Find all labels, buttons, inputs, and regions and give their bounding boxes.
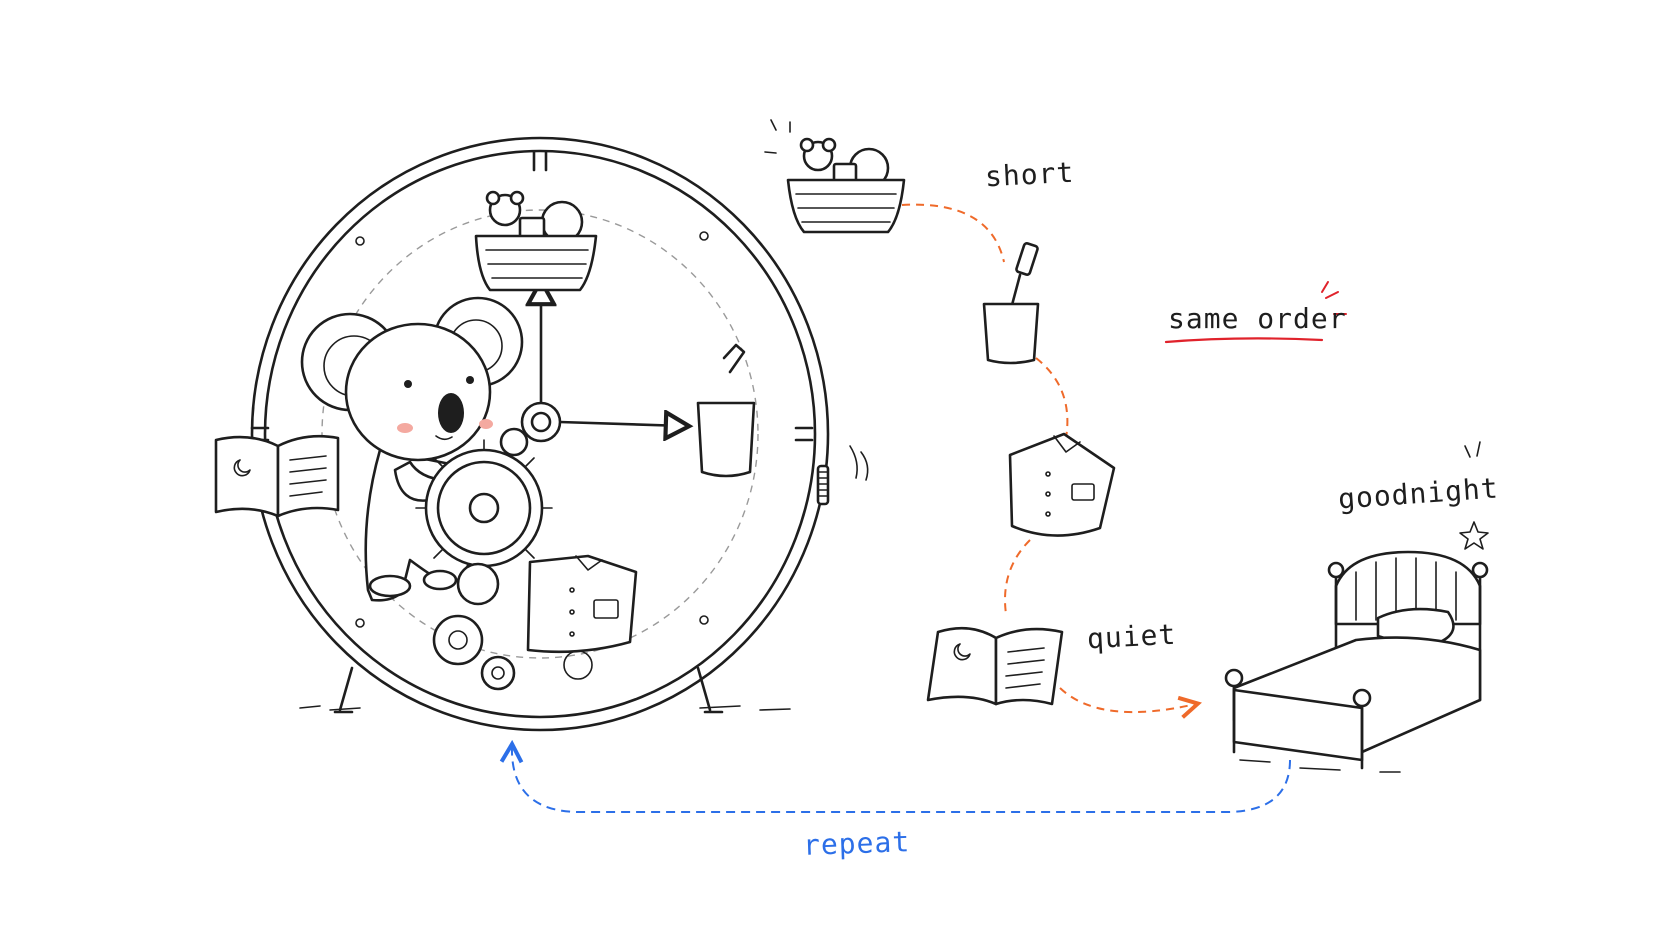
bed-icon	[1224, 441, 1489, 773]
toothbrush-cup-icon	[696, 343, 756, 478]
storybook-icon	[214, 434, 340, 518]
toy-basket-icon	[474, 190, 598, 292]
repeat-loop	[512, 746, 1291, 813]
label-repeat: repeat	[802, 825, 911, 862]
label-short: short	[984, 155, 1076, 194]
toothbrush-cup-icon	[982, 242, 1040, 365]
gear-icon	[415, 439, 593, 691]
storybook-icon	[926, 626, 1064, 706]
clock-icon	[250, 136, 869, 732]
label-quiet: quiet	[1086, 617, 1178, 656]
pajamas-icon	[1008, 432, 1116, 537]
toy-basket-icon	[764, 119, 906, 234]
label-same-order: same order	[1168, 302, 1347, 335]
routine-path	[901, 203, 1196, 712]
pajamas-icon	[526, 554, 638, 654]
